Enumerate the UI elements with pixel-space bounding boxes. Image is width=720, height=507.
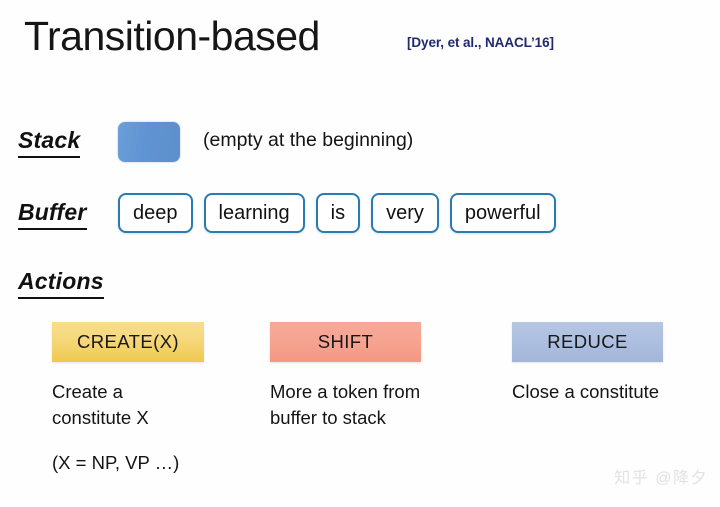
buffer-label: Buffer — [18, 199, 87, 230]
stack-row: Stack (empty at the beginning) — [18, 122, 708, 168]
action-column-reduce: REDUCE Close a constitute — [512, 322, 717, 405]
citation-reference: [Dyer, et al., NAACL’16] — [407, 35, 554, 50]
action-chip-create: CREATE(X) — [52, 322, 204, 362]
title-row: Transition-based [Dyer, et al., NAACL’16… — [24, 10, 700, 66]
actions-label: Actions — [18, 268, 104, 299]
buffer-token: learning — [203, 193, 305, 233]
stack-note: (empty at the beginning) — [203, 129, 414, 151]
stack-label: Stack — [18, 127, 81, 158]
page-title: Transition-based — [24, 13, 320, 59]
buffer-token: powerful — [449, 193, 556, 233]
action-chip-reduce: REDUCE — [512, 322, 663, 362]
action-description-reduce: Close a constitute — [512, 381, 660, 402]
buffer-label-text: Buffer — [18, 199, 87, 230]
stack-box — [118, 122, 180, 162]
buffer-token: deep — [118, 193, 193, 233]
action-note-create: (X = NP, VP …) — [52, 452, 180, 473]
stack-label-text: Stack — [18, 127, 81, 158]
buffer-token-list: deep learning is very powerful — [118, 193, 556, 233]
action-chip-shift: SHIFT — [270, 322, 421, 362]
zhihu-watermark: 知乎 @降夕 — [614, 470, 708, 487]
buffer-row: Buffer deep learning is very powerful — [18, 193, 718, 241]
actions-label-text: Actions — [18, 268, 104, 299]
buffer-token: is — [315, 193, 361, 233]
buffer-token: very — [371, 193, 439, 233]
